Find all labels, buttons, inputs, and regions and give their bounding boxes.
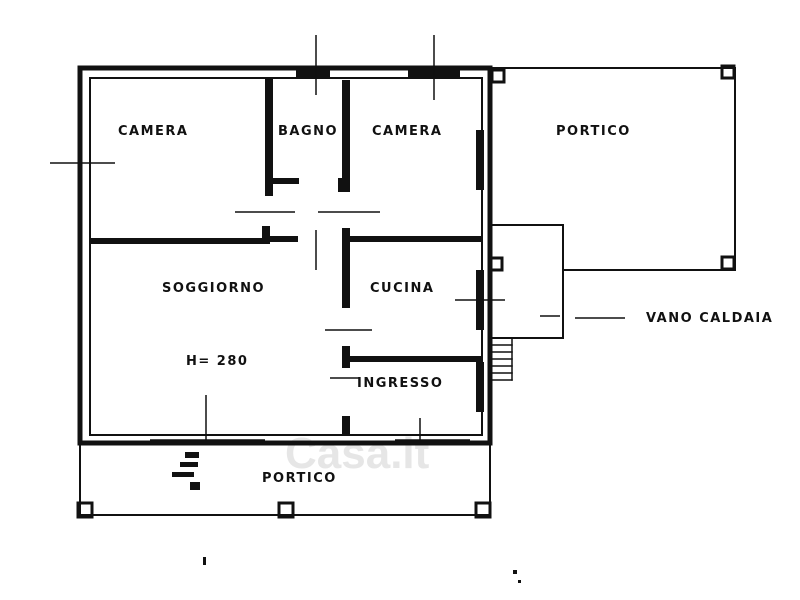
boiler-room-label: VANO CALDAIA xyxy=(646,311,773,326)
entrance-steps xyxy=(489,337,513,381)
portico-column xyxy=(277,501,295,519)
room-label-portico-bottom: PORTICO xyxy=(262,471,337,486)
interior-walls xyxy=(90,70,484,436)
room-label-ingresso: INGRESSO xyxy=(357,376,443,391)
portico-top-outline xyxy=(489,67,736,271)
portico-column xyxy=(490,68,506,84)
watermark: Casa.it xyxy=(285,429,430,478)
portico-column xyxy=(488,256,504,272)
portico-column xyxy=(720,255,736,271)
door-lines xyxy=(50,35,625,441)
room-label-soggiorno: SOGGIORNO xyxy=(162,281,265,296)
room-label-camera-right: CAMERA xyxy=(372,124,443,139)
scribble-marks xyxy=(172,452,521,583)
room-label-bagno: BAGNO xyxy=(278,124,338,139)
portico-bottom-outline xyxy=(79,442,491,516)
outer-wall xyxy=(77,65,493,446)
boiler-room-outline xyxy=(489,224,564,339)
room-label-cucina: CUCINA xyxy=(370,281,434,296)
height-note: H= 280 xyxy=(186,354,248,369)
room-label-camera-left: CAMERA xyxy=(118,124,189,139)
outer-wall-inner xyxy=(89,77,483,436)
portico-column xyxy=(720,64,736,80)
room-label-portico-top: PORTICO xyxy=(556,124,631,139)
portico-column xyxy=(76,501,94,519)
portico-column xyxy=(474,501,492,519)
